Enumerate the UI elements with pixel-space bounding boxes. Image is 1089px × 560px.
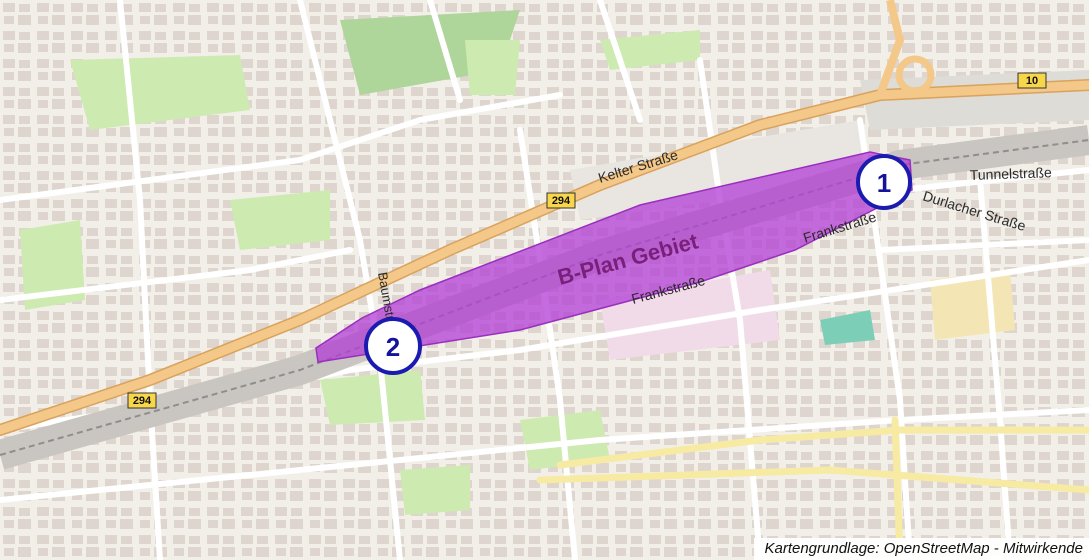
street-label-tunnel: Tunnelstraße: [970, 164, 1053, 183]
route-shield-b10: 10: [1017, 72, 1047, 89]
svg-text:294: 294: [552, 195, 571, 207]
park-areas: [20, 10, 875, 515]
svg-text:10: 10: [1026, 75, 1038, 87]
svg-text:2: 2: [386, 332, 400, 362]
marker-2[interactable]: 2: [364, 317, 422, 375]
map-attribution: Kartengrundlage: OpenStreetMap - Mitwirk…: [754, 538, 1089, 560]
route-shield-b294-left: 294: [127, 392, 157, 409]
svg-text:1: 1: [877, 168, 891, 198]
route-shield-b294-center: 294: [546, 192, 576, 209]
secondary-streets: [536, 416, 1089, 560]
main-road-b294: [0, 0, 1089, 436]
marker-1[interactable]: 1: [856, 154, 912, 210]
svg-text:294: 294: [133, 395, 152, 407]
